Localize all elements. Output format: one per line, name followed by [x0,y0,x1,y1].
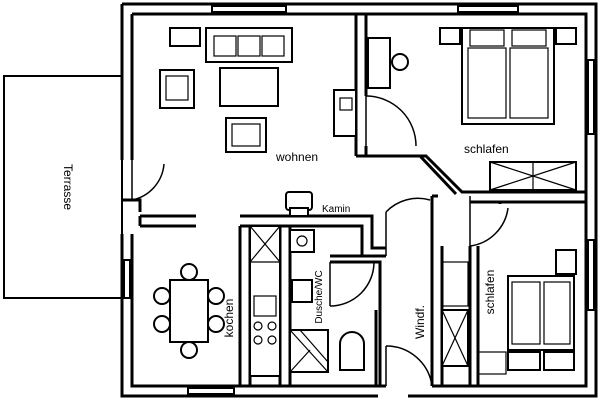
room-label-kamin: Kamin [322,204,350,215]
washbasin [291,279,313,303]
door-bedroom2-arc [469,207,509,247]
sofa-back [205,27,293,63]
nightstand1-left [439,27,461,45]
room-label-wohnen: wohnen [275,150,318,164]
stove-burner-2 [267,321,277,331]
nightstand1-right [555,27,577,45]
coat-cabinet-cross [441,309,469,367]
wall-kitchen-top [138,214,196,228]
dining-chair-right-1 [207,287,225,305]
bath-cabinet-knob [296,235,308,247]
kitchen-counter [249,225,281,377]
desk [367,37,391,89]
terrace-outline [3,75,123,299]
windfang-fixtures [441,261,469,367]
wall-bedroom2-left [468,246,480,386]
armchair-bottom-seat [231,123,261,147]
wall-kitchen-divider [238,226,252,386]
fireplace-base [289,207,309,217]
bed1-mattress-right [509,47,549,119]
kitchen-tall-cabinet [249,225,281,263]
door-entrance-arc [385,345,433,387]
wardrobe1-cross [489,161,577,191]
wardrobe2 [477,351,507,375]
armchair-left-seat [165,75,189,101]
bedroom1-furniture [439,27,577,191]
wall-windfang [430,194,444,386]
dining-chair-top [180,263,198,281]
door-bedroom1-arc [365,95,417,147]
window-top-left [211,5,287,13]
room-label-kochen: kochen [222,299,236,338]
coffee-table [219,67,279,107]
sideboard [169,27,201,47]
bed2-mattress-left [511,281,541,345]
sofa-cushion-3 [261,35,285,57]
dining-chair-left-2 [153,315,171,333]
kitchen-furniture [153,225,281,377]
stove-burner-1 [253,321,263,331]
stove-burner-3 [253,335,263,345]
dining-table [169,279,209,343]
bed1-frame [461,27,555,125]
wall-hall-top [470,200,502,204]
door-bath-arc [329,261,375,307]
dining-chair-right-2 [207,315,225,333]
terrace-label: Terrasse [61,164,75,210]
bed1-pillow-right [511,29,547,47]
room-label-dusche-wc: Dusche/WC [314,270,325,323]
bedroom2-furniture [477,249,577,375]
window-left [123,259,131,299]
wall-wohnen-schlafen [354,14,500,196]
sofa-cushion-1 [213,35,237,57]
terrace-door-jamb [122,198,142,212]
bed1-pillow-left [469,29,505,47]
shower-lines [289,329,329,373]
living-furniture [159,27,409,153]
terrace: Terrasse [3,75,123,299]
doors [329,95,509,387]
nightstand2-right [543,351,575,371]
outer-wall-inner [130,12,588,388]
window-top-right [457,5,519,13]
shoe-rack [441,261,469,307]
bath-cabinet [289,229,315,253]
kitchen-sink [253,295,277,317]
tv [339,97,353,111]
room-label-windf: Windf. [413,305,427,339]
fireplace [285,191,313,217]
room-label-schlafen-bottom: schlafen [483,270,497,315]
bed2-pillow [555,249,577,275]
wall-bedroom-bottom [500,190,586,204]
tv-stand [333,89,357,137]
room-label-schlafen-top: schlafen [464,142,509,156]
exterior-walls [120,2,598,398]
window-right-lower [587,239,595,311]
bed2-mattress-right [543,281,571,345]
bed2-frame [507,275,575,351]
bed1-mattress-left [467,47,507,119]
stove-burner-4 [267,335,277,345]
window-right [587,59,595,135]
terrace-door [122,160,165,212]
terrace-door-arc [131,163,165,201]
nightstand2-left [507,351,541,371]
window-bottom [187,387,235,395]
door-windfang-arc [385,197,431,213]
toilet [339,331,365,371]
dining-chair-bottom [180,341,198,359]
dining-chair-left-1 [153,287,171,305]
outer-wall-outer [120,2,598,398]
desk-chair [391,53,409,71]
sofa-cushion-2 [237,35,261,57]
bathroom-fixtures [289,229,365,373]
